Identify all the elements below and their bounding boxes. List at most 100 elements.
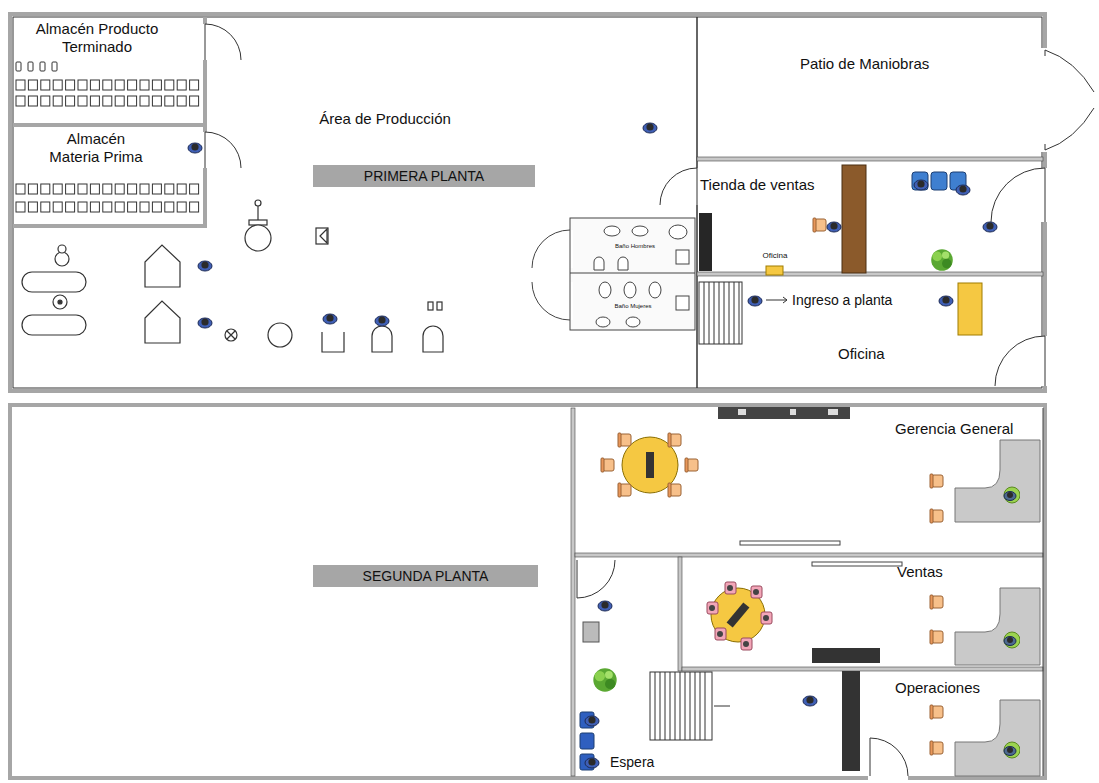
storage-shelves <box>103 80 112 90</box>
doors <box>991 168 1045 222</box>
stairs-first-floor <box>766 300 787 301</box>
room-label: Gerencia General <box>895 420 1040 438</box>
shop-furniture <box>748 296 762 306</box>
office-furniture <box>930 509 943 523</box>
stairs-second-floor <box>714 706 730 707</box>
storage-shelves <box>28 184 37 194</box>
stairs-first-floor <box>783 297 787 303</box>
storage-shelves <box>140 80 149 90</box>
workers <box>188 143 202 153</box>
office-furniture <box>1004 487 1020 503</box>
stairs-first-floor <box>709 282 710 344</box>
floor-band: PRIMERA PLANTA <box>313 165 535 187</box>
storage-shelves <box>115 96 124 106</box>
office-furniture <box>718 407 850 419</box>
office-furniture <box>930 474 943 488</box>
storage-shelves <box>177 202 186 212</box>
office-furniture <box>790 409 796 415</box>
production-equipment <box>22 272 86 292</box>
office-furniture <box>930 630 943 644</box>
storage-shelves <box>66 202 75 212</box>
workers <box>643 123 657 133</box>
office-furniture <box>580 733 594 749</box>
production-equipment <box>316 228 328 244</box>
bathroom: Baño Mujeres <box>572 274 694 328</box>
bathroom: Baño Hombres <box>572 219 694 272</box>
doors-second-floor <box>577 560 615 598</box>
room-label: Baño Hombres <box>608 243 662 250</box>
bathrooms <box>649 282 661 298</box>
storage-shelves <box>140 96 149 106</box>
storage-shelves <box>16 62 21 71</box>
storage-shelves <box>103 96 112 106</box>
storage-shelves <box>152 96 161 106</box>
storage-room: Almacén Materia Prima <box>12 126 205 226</box>
shop-furniture <box>699 165 997 335</box>
storage-shelves <box>28 96 37 106</box>
production-equipment <box>22 200 443 352</box>
storage-shelves <box>90 202 99 212</box>
office-furniture <box>955 440 1040 522</box>
second-floor-walls <box>575 553 1043 557</box>
entrance-label: Ingreso a planta <box>792 292 932 309</box>
room-label: Ventas <box>897 563 967 581</box>
office-furniture <box>738 409 746 415</box>
production-equipment <box>423 326 443 352</box>
storage-shelves <box>16 184 25 194</box>
storage-shelves <box>41 184 50 194</box>
office-furniture <box>580 407 1040 776</box>
shop-furniture <box>813 218 826 232</box>
stairs-first-floor <box>714 282 715 344</box>
office-furniture <box>727 602 750 627</box>
storage-shelves <box>28 62 33 71</box>
workers <box>198 318 212 328</box>
office-furniture <box>761 612 772 624</box>
storage-shelves <box>115 184 124 194</box>
stairs-second-floor <box>650 672 730 740</box>
shop-room: Tienda de ventas <box>699 161 1040 272</box>
office-furniture <box>842 671 860 771</box>
second-floor-walls <box>1043 408 1044 776</box>
storage-shelves <box>90 184 99 194</box>
office-room: Gerencia General <box>575 408 1043 553</box>
shop-furniture <box>914 180 928 190</box>
storage-shelves <box>190 184 199 194</box>
storage-shelves <box>128 184 137 194</box>
office-furniture <box>803 696 817 706</box>
stairs-second-floor <box>650 672 712 740</box>
office-furniture <box>585 758 599 768</box>
office-furniture <box>955 700 1040 776</box>
stairs-first-floor <box>719 282 720 344</box>
storage-shelves <box>165 96 174 106</box>
storage-shelves <box>152 184 161 194</box>
stairs-second-floor <box>675 672 676 740</box>
first-floor-walls <box>697 272 1043 276</box>
doors <box>1040 336 1048 386</box>
production-equipment <box>268 323 292 347</box>
storage-shelves <box>165 184 174 194</box>
storage-shelves <box>40 62 45 71</box>
second-floor-walls <box>571 408 575 776</box>
yard-room: Patio de Maniobras <box>699 17 1040 157</box>
room-label: Operaciones <box>895 679 1000 697</box>
storage-shelves <box>128 202 137 212</box>
office-furniture <box>618 433 631 447</box>
shop-furniture <box>912 172 928 190</box>
stairs-first-floor <box>704 282 739 344</box>
storage-shelves <box>66 184 75 194</box>
office-furniture <box>725 582 736 594</box>
bathrooms <box>618 257 628 270</box>
room-label: Área de Producción <box>300 110 470 128</box>
room-label: Baño Mujeres <box>606 303 660 310</box>
room-label: Almacén Materia Prima <box>40 130 152 166</box>
storage-shelves <box>152 80 161 90</box>
stairs-second-floor <box>705 672 706 740</box>
workers <box>323 314 337 324</box>
workers <box>375 316 389 326</box>
production-equipment <box>255 200 261 206</box>
production-equipment <box>53 295 67 309</box>
stairs-first-floor <box>734 282 735 344</box>
storage-shelves <box>140 184 149 194</box>
storage-shelves <box>28 202 37 212</box>
